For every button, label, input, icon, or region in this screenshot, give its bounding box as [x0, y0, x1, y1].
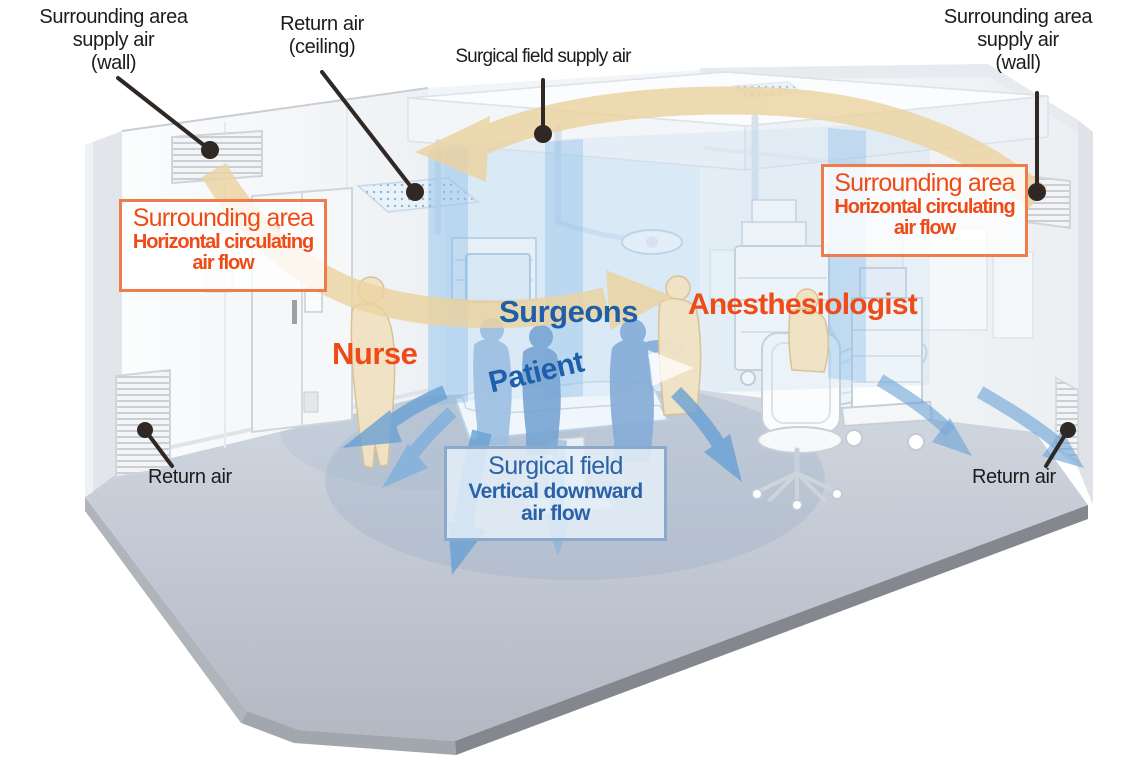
- ceiling-airflow-arrowhead: [415, 116, 490, 182]
- label-return-air-right: Return air: [972, 466, 1056, 488]
- callout-supply-wall-right: Surrounding area supply air (wall): [912, 6, 1124, 76]
- floor: [85, 370, 1088, 755]
- label-anesthesiologist: Anesthesiologist: [688, 288, 918, 321]
- callout-return-ceiling: Return air (ceiling): [247, 13, 397, 59]
- room-airflow-arrowhead: [606, 270, 674, 330]
- callout-supply-wall-left: Surrounding area supply air (wall): [6, 6, 221, 76]
- flow-box-line: air flow: [192, 252, 254, 274]
- callout-line: Surrounding area: [39, 6, 188, 28]
- flow-box-line: Horizontal circulating: [132, 231, 314, 253]
- callout-line: Surrounding area: [943, 6, 1093, 28]
- flow-box-surgical-field: Surgical field Vertical downward air flo…: [444, 446, 667, 541]
- callout-line: Return air: [280, 13, 364, 35]
- flow-box-line: Vertical downward: [468, 479, 643, 503]
- flow-box-line: air flow: [521, 501, 590, 525]
- callout-line: (wall): [90, 52, 137, 75]
- callout-line: (ceiling): [288, 36, 356, 59]
- flow-box-title: Surrounding area: [132, 204, 314, 232]
- people-silhouettes: [350, 275, 829, 469]
- flow-box-line: air flow: [893, 217, 956, 239]
- callout-surgical-field-supply: Surgical field supply air: [455, 46, 631, 67]
- horizontal-airflow-arrows: [201, 86, 1048, 330]
- flow-box-title: Surgical field: [488, 452, 623, 480]
- flow-box-surrounding-right: Surrounding area Horizontal circulating …: [821, 164, 1028, 257]
- white-floor-arrow: [648, 350, 694, 386]
- supply-vent-left: [171, 129, 263, 185]
- label-surgeons: Surgeons: [499, 294, 638, 329]
- equipment-cabinet: [840, 267, 934, 451]
- flow-box-line: Horizontal circulating: [834, 196, 1015, 218]
- anesthesiologist-silhouette: [657, 275, 829, 416]
- flow-box-surrounding-left: Surrounding area Horizontal circulating …: [119, 199, 327, 292]
- ceiling-airflow-arrow: [461, 86, 1048, 209]
- surgeon-silhouette: [473, 318, 687, 462]
- callout-leaders: [116, 70, 1076, 468]
- label-nurse: Nurse: [332, 336, 418, 371]
- callout-line: (wall): [995, 52, 1041, 75]
- flow-box-title: Surrounding area: [834, 169, 1015, 197]
- callout-line: supply air: [977, 29, 1059, 52]
- label-return-air-left: Return air: [148, 466, 232, 488]
- callout-line: supply air: [72, 29, 155, 52]
